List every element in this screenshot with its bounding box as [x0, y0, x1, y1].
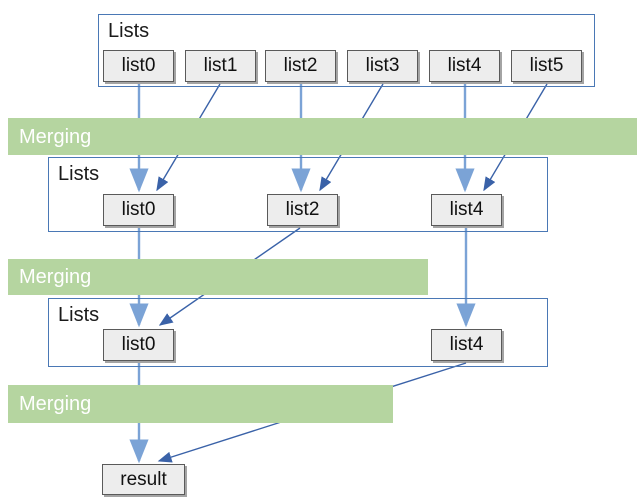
list-node-label: list0	[121, 55, 156, 76]
list-node-label: list3	[365, 55, 400, 76]
list-node-list4[interactable]: list4	[431, 194, 502, 226]
list-node-label: list1	[203, 55, 238, 76]
list-node-label: list5	[529, 55, 564, 76]
merging-bar-1: Merging	[8, 118, 637, 155]
list-node-list5[interactable]: list5	[511, 50, 582, 82]
list-node-label: list4	[449, 199, 484, 220]
merging-bar-3: Merging	[8, 385, 393, 423]
merging-bar-2: Merging	[8, 259, 428, 295]
list-node-list2[interactable]: list2	[265, 50, 336, 82]
list-node-list1[interactable]: list1	[185, 50, 256, 82]
list-node-list4[interactable]: list4	[429, 50, 500, 82]
merging-bar-label: Merging	[19, 393, 92, 415]
merging-bar-label: Merging	[19, 125, 92, 148]
list-node-list0[interactable]: list0	[103, 50, 174, 82]
list-node-label: list0	[121, 199, 156, 220]
list-node-list0[interactable]: list0	[103, 329, 174, 361]
lists-group-3: Lists	[48, 298, 548, 367]
list-node-list0[interactable]: list0	[103, 194, 174, 226]
list-node-list2[interactable]: list2	[267, 194, 338, 226]
list-node-list3[interactable]: list3	[347, 50, 418, 82]
result-node[interactable]: result	[102, 464, 185, 495]
lists-group-2: Lists	[48, 157, 548, 232]
merging-bar-label: Merging	[19, 266, 92, 288]
list-node-label: list2	[283, 55, 318, 76]
lists-group-label: Lists	[58, 304, 100, 326]
lists-group-1: Lists	[98, 14, 595, 87]
result-node-label: result	[120, 468, 167, 490]
list-node-label: list2	[285, 199, 320, 220]
lists-group-label: Lists	[58, 163, 100, 185]
lists-group-label: Lists	[108, 20, 150, 42]
list-node-label: list4	[449, 334, 484, 355]
list-node-label: list4	[447, 55, 482, 76]
list-node-label: list0	[121, 334, 156, 355]
list-node-list4[interactable]: list4	[431, 329, 502, 361]
